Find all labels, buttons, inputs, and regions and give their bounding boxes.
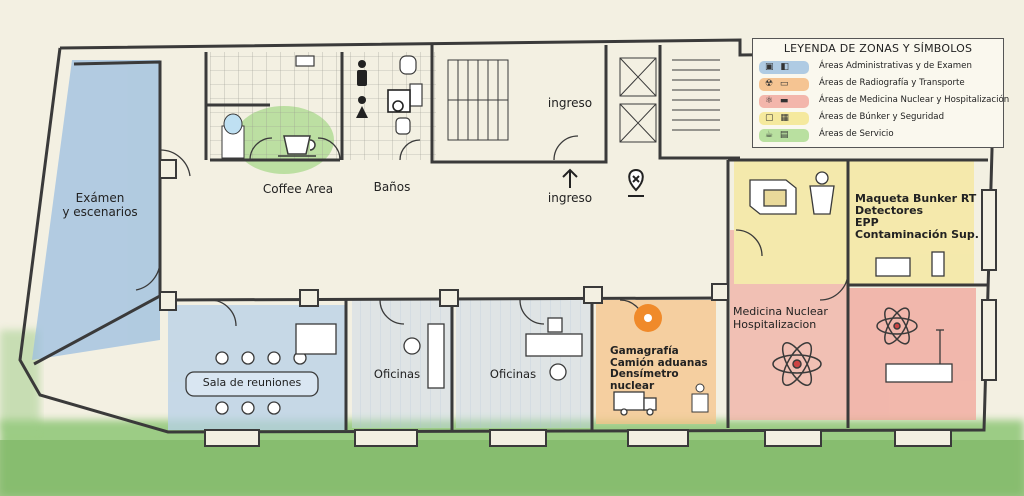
radiation-icon [634,304,662,332]
service-icon: ☕ ▤ [765,130,791,140]
legend-swatch-bunker [759,112,809,125]
legend-label-nuclear: Áreas de Medicina Nuclear y Hospitalizac… [819,95,1010,105]
label-ingreso-stair: ingreso [547,96,593,110]
label-medicina: Medicina Nuclear Hospitalizacion [733,305,828,331]
meeting-table [185,323,337,415]
location-pin-icon [628,168,644,197]
truck-icon [613,391,657,416]
radiation-truck-icon: ☢ ▭ [765,79,791,89]
windows [159,159,997,447]
admin-icon: ▣ ◧ [765,62,791,72]
label-gamagrafia: Gamagrafía Camión aduanas Densímetro nuc… [610,345,708,392]
bunker-icon [749,179,797,215]
densimeter-icon [691,383,709,413]
bunker-legend-icon: ▢ ▦ [765,113,791,123]
label-examen: Exámen y escenarios [62,191,138,219]
water-cooler-icon [221,113,245,159]
hospital-bed-icon [885,329,953,383]
legend-label-service: Áreas de Servicio [819,129,894,139]
legend-item-radiography: ☢ ▭ Áreas de Radiografía y Transporte [759,78,999,92]
staircase [447,57,720,143]
zone-hospital [848,288,976,420]
atom-bed-icon: ⚛ ▬ [765,96,791,106]
person-icon [356,60,368,118]
label-oficinas-2: Oficinas [489,367,537,381]
wheelchair-icon [387,89,411,113]
legend-label-admin: Áreas Administrativas y de Examen [819,61,972,71]
legend-swatch-service [759,129,809,142]
label-oficinas-1: Oficinas [373,367,421,381]
legend-item-admin: ▣ ◧ Áreas Administrativas y de Examen [759,61,999,75]
label-banos: Baños [373,180,411,194]
legend-item-service: ☕ ▤ Áreas de Servicio [759,129,999,143]
up-arrow-icon [562,168,578,188]
label-coffee-area: Coffee Area [262,182,334,196]
office-desks [403,317,583,389]
legend-swatch-admin [759,61,809,74]
zone-examen [32,60,160,360]
legend-title: LEYENDA DE ZONAS Y SÍMBOLOS [783,42,973,55]
zone-oficinas-2 [456,300,592,428]
detector-icon [875,251,945,277]
legend-item-nuclear: ⚛ ▬ Áreas de Medicina Nuclear y Hospital… [759,95,1009,109]
label-reuniones: Sala de reuniones [202,376,302,389]
legend-label-bunker: Áreas de Búnker y Seguridad [819,112,945,122]
legend-label-radiography: Áreas de Radiografía y Transporte [819,78,965,88]
label-ingreso-main: ingreso [547,191,593,205]
legend: LEYENDA DE ZONAS Y SÍMBOLOS ▣ ◧ Áreas Ad… [752,38,1009,148]
legend-swatch-radiography [759,78,809,91]
atom-icon [772,307,918,387]
legend-item-bunker: ▢ ▦ Áreas de Búnker y Seguridad [759,112,999,126]
wc-fixtures [295,55,423,135]
label-bunker: Maqueta Bunker RT Detectores EPP Contami… [855,192,979,242]
legend-swatch-nuclear [759,95,809,108]
coffee-cup-icon [278,135,316,157]
protective-suit-icon [809,171,835,215]
